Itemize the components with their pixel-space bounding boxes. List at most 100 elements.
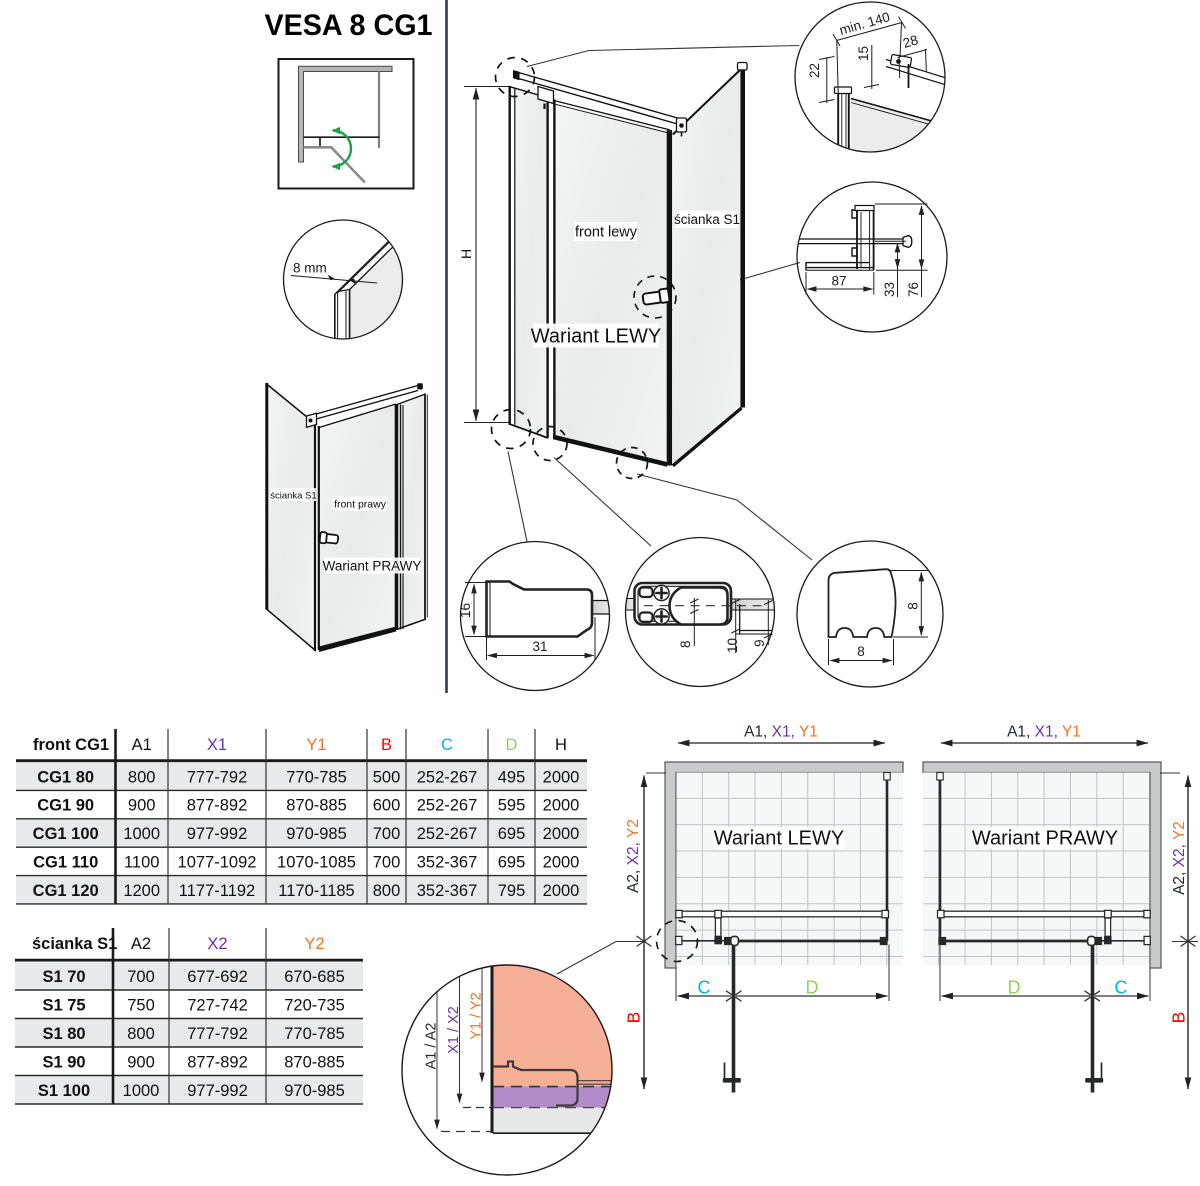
svg-text:2000: 2000 bbox=[543, 825, 580, 843]
svg-text:X1 / X2: X1 / X2 bbox=[446, 1006, 462, 1054]
svg-text:S1 80: S1 80 bbox=[42, 1025, 85, 1043]
svg-text:front prawy: front prawy bbox=[334, 499, 387, 511]
svg-text:S1 90: S1 90 bbox=[42, 1054, 85, 1072]
svg-text:76: 76 bbox=[906, 282, 921, 297]
svg-text:352-367: 352-367 bbox=[417, 854, 478, 872]
svg-text:CG1 80: CG1 80 bbox=[37, 768, 94, 786]
svg-text:A1, X1, Y1: A1, X1, Y1 bbox=[1007, 724, 1081, 741]
svg-text:B: B bbox=[624, 1012, 644, 1024]
svg-text:670-685: 670-685 bbox=[284, 968, 345, 986]
svg-text:CG1 90: CG1 90 bbox=[37, 797, 94, 815]
svg-text:8: 8 bbox=[857, 644, 865, 659]
svg-text:800: 800 bbox=[127, 1025, 155, 1043]
svg-text:1200: 1200 bbox=[123, 882, 160, 900]
svg-text:1000: 1000 bbox=[123, 1082, 160, 1100]
svg-text:1000: 1000 bbox=[123, 825, 160, 843]
svg-text:ścianka S1: ścianka S1 bbox=[32, 935, 117, 953]
svg-text:600: 600 bbox=[373, 797, 401, 815]
svg-text:CG1 110: CG1 110 bbox=[33, 854, 98, 872]
svg-text:877-892: 877-892 bbox=[187, 1054, 248, 1072]
svg-text:595: 595 bbox=[498, 797, 526, 815]
svg-text:S1 75: S1 75 bbox=[42, 997, 85, 1015]
svg-text:min. 140: min. 140 bbox=[838, 9, 892, 38]
svg-text:695: 695 bbox=[498, 854, 526, 872]
svg-text:Y1 / Y2: Y1 / Y2 bbox=[469, 992, 485, 1039]
svg-text:A1: A1 bbox=[132, 736, 152, 754]
svg-text:front CG1: front CG1 bbox=[33, 736, 109, 754]
svg-text:900: 900 bbox=[127, 1054, 155, 1072]
svg-text:770-785: 770-785 bbox=[284, 1025, 345, 1043]
svg-text:252-267: 252-267 bbox=[417, 797, 478, 815]
svg-text:VESA 8 CG1: VESA 8 CG1 bbox=[265, 9, 433, 42]
svg-text:28: 28 bbox=[901, 32, 920, 51]
svg-text:352-367: 352-367 bbox=[417, 882, 478, 900]
svg-text:495: 495 bbox=[498, 768, 526, 786]
svg-text:31: 31 bbox=[532, 639, 547, 654]
svg-text:A2, X2, Y2: A2, X2, Y2 bbox=[1171, 821, 1188, 895]
svg-text:C: C bbox=[1115, 978, 1128, 998]
svg-text:727-742: 727-742 bbox=[187, 997, 248, 1015]
svg-text:252-267: 252-267 bbox=[417, 825, 478, 843]
svg-text:D: D bbox=[1008, 978, 1021, 998]
svg-text:D: D bbox=[806, 978, 819, 998]
svg-text:A1 / A2: A1 / A2 bbox=[424, 1023, 440, 1070]
svg-text:X1: X1 bbox=[207, 736, 227, 754]
svg-text:695: 695 bbox=[498, 825, 526, 843]
svg-text:677-692: 677-692 bbox=[187, 968, 248, 986]
svg-text:870-885: 870-885 bbox=[284, 1054, 345, 1072]
svg-text:front lewy: front lewy bbox=[575, 225, 638, 241]
svg-text:777-792: 777-792 bbox=[187, 768, 248, 786]
svg-text:CG1 100: CG1 100 bbox=[33, 825, 99, 843]
svg-text:700: 700 bbox=[127, 968, 155, 986]
svg-text:2000: 2000 bbox=[543, 797, 580, 815]
svg-text:22: 22 bbox=[807, 63, 822, 78]
svg-text:700: 700 bbox=[373, 825, 401, 843]
svg-text:Wariant PRAWY: Wariant PRAWY bbox=[972, 828, 1118, 850]
svg-text:D: D bbox=[506, 736, 518, 754]
svg-text:900: 900 bbox=[128, 797, 156, 815]
svg-text:H: H bbox=[555, 736, 567, 754]
svg-text:C: C bbox=[441, 736, 453, 754]
svg-text:B: B bbox=[1169, 1012, 1189, 1024]
svg-text:S1 70: S1 70 bbox=[42, 968, 85, 986]
svg-text:10: 10 bbox=[725, 638, 740, 653]
svg-text:X2: X2 bbox=[207, 935, 227, 953]
svg-text:H: H bbox=[458, 249, 474, 259]
svg-text:C: C bbox=[698, 978, 711, 998]
svg-text:2000: 2000 bbox=[543, 768, 580, 786]
svg-text:1170-1185: 1170-1185 bbox=[278, 882, 354, 900]
svg-text:ścianka S1: ścianka S1 bbox=[674, 212, 740, 227]
svg-text:1077-1092: 1077-1092 bbox=[178, 854, 257, 872]
svg-text:2000: 2000 bbox=[543, 882, 580, 900]
svg-text:1100: 1100 bbox=[124, 854, 159, 872]
svg-text:15: 15 bbox=[856, 46, 871, 61]
svg-text:795: 795 bbox=[498, 882, 526, 900]
svg-text:800: 800 bbox=[373, 882, 401, 900]
svg-text:970-985: 970-985 bbox=[284, 1082, 345, 1100]
svg-text:720-735: 720-735 bbox=[284, 997, 345, 1015]
svg-text:Wariant LEWY: Wariant LEWY bbox=[531, 326, 661, 348]
svg-text:700: 700 bbox=[373, 854, 401, 872]
svg-text:16: 16 bbox=[458, 603, 473, 618]
svg-text:8 mm: 8 mm bbox=[293, 261, 327, 276]
svg-text:Wariant LEWY: Wariant LEWY bbox=[714, 828, 844, 850]
svg-text:750: 750 bbox=[127, 997, 155, 1015]
svg-text:8: 8 bbox=[678, 640, 693, 648]
svg-text:S1 100: S1 100 bbox=[38, 1082, 90, 1100]
svg-text:87: 87 bbox=[831, 274, 846, 289]
svg-text:Y2: Y2 bbox=[304, 935, 324, 953]
svg-text:A2: A2 bbox=[131, 935, 151, 953]
svg-text:33: 33 bbox=[882, 282, 897, 297]
svg-text:870-885: 870-885 bbox=[286, 797, 347, 815]
svg-text:1177-1192: 1177-1192 bbox=[179, 882, 255, 900]
svg-text:8: 8 bbox=[906, 602, 921, 610]
svg-text:2000: 2000 bbox=[543, 854, 580, 872]
svg-text:B: B bbox=[381, 736, 392, 754]
svg-text:500: 500 bbox=[373, 768, 401, 786]
svg-text:1070-1085: 1070-1085 bbox=[277, 854, 356, 872]
svg-text:977-992: 977-992 bbox=[187, 825, 248, 843]
svg-text:Wariant PRAWY: Wariant PRAWY bbox=[323, 559, 422, 574]
svg-text:877-892: 877-892 bbox=[187, 797, 248, 815]
svg-text:Y1: Y1 bbox=[306, 736, 326, 754]
svg-text:252-267: 252-267 bbox=[417, 768, 478, 786]
